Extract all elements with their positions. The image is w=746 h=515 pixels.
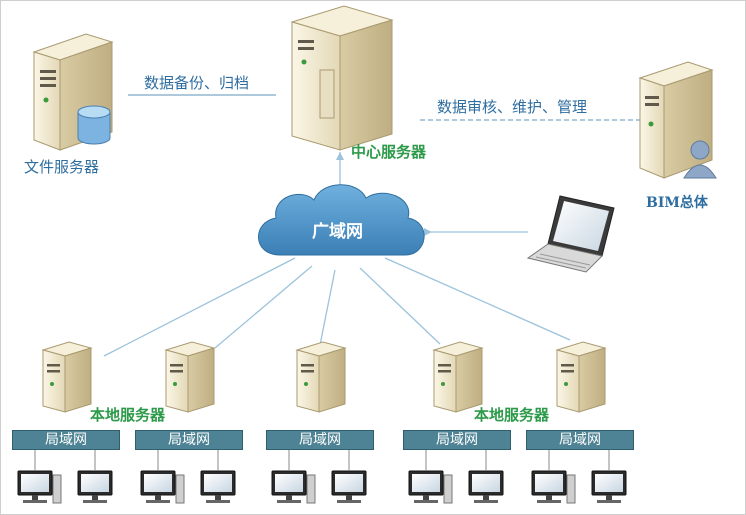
desktop-computer-icon — [200, 470, 236, 503]
wan-to-local-1-line — [103, 257, 296, 357]
desktop-computer-icon — [77, 470, 113, 503]
desktop-computer-icon — [271, 470, 316, 504]
bim-head-label: BIM总体 — [646, 195, 708, 211]
central-server-label: 中心服务器 — [351, 143, 427, 161]
wan-cloud-icon — [258, 184, 425, 256]
wan-to-local-4-line — [359, 267, 441, 345]
bim-server-icon — [638, 61, 714, 179]
local-server-icon — [295, 341, 347, 413]
lan-bar-5: 局域网 — [526, 430, 634, 450]
local-server-icon — [41, 341, 93, 413]
file-server-label: 文件服务器 — [24, 158, 100, 176]
user-icon — [683, 140, 717, 179]
local-server-icon — [164, 341, 216, 413]
local-server-icon — [432, 341, 484, 413]
laptop-icon — [526, 195, 615, 273]
wan-to-local-2-line — [214, 265, 313, 349]
wan-to-local-3-line — [319, 269, 336, 346]
audit-manage-label: 数据审核、维护、管理 — [437, 98, 588, 116]
desktop-computer-icon — [531, 470, 576, 504]
central-server-icon — [290, 5, 394, 151]
backup-archive-label: 数据备份、归档 — [144, 74, 250, 92]
connection-lines — [103, 152, 571, 357]
wan-label: 广域网 — [312, 222, 363, 242]
lan-bar-1: 局域网 — [12, 430, 120, 450]
desktop-computer-icon — [468, 470, 504, 503]
desktop-computer-icon — [331, 470, 367, 503]
local-server-label-left: 本地服务器 — [90, 406, 166, 424]
arrow-up-icon — [336, 152, 344, 160]
local-server-icon — [555, 341, 607, 413]
lan-bar-3: 局域网 — [266, 430, 374, 450]
lan-bar-4: 局域网 — [403, 430, 511, 450]
lan-bar-2: 局域网 — [135, 430, 243, 450]
desktop-computer-icon — [17, 470, 62, 504]
local-groups — [17, 341, 627, 504]
file-server-icon — [32, 33, 114, 151]
arrow-right-icon — [424, 228, 432, 236]
wan-to-local-5-line — [384, 257, 571, 341]
desktop-computer-icon — [408, 470, 453, 504]
desktop-computer-icon — [591, 470, 627, 503]
local-server-label-right: 本地服务器 — [474, 406, 550, 424]
desktop-computer-icon — [140, 470, 185, 504]
